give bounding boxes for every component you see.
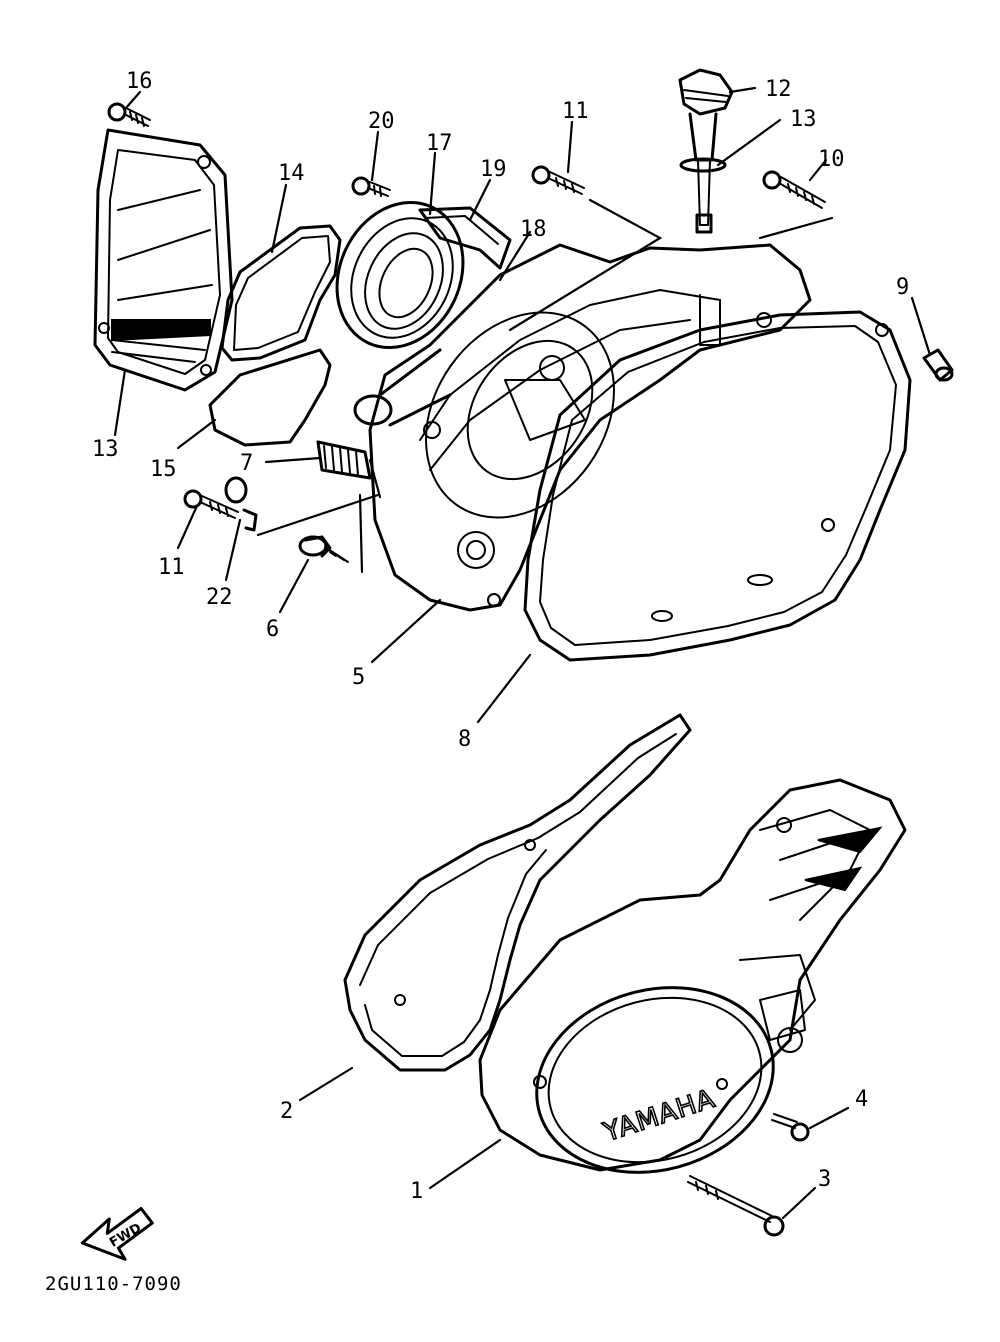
- callout-22: 22: [206, 585, 233, 610]
- part-20-cover-ring: [418, 206, 512, 270]
- callout-21: 20: [368, 109, 395, 134]
- part-15-gasket: [220, 224, 342, 362]
- callouts: 16 14 20 17 19 18 11 12 13 10 9 13 15 7 …: [92, 69, 909, 1204]
- callout-4: 4: [855, 1087, 868, 1112]
- callout-8: 8: [458, 727, 471, 752]
- fwd-label: FWD: [107, 1221, 144, 1251]
- part-13-o-ring: [679, 157, 727, 173]
- callout-7: 7: [240, 451, 253, 476]
- callout-18: 17: [426, 131, 453, 156]
- callout-6: 6: [266, 617, 279, 642]
- part-1-crankcase-cover: YAMAHA: [478, 778, 907, 1174]
- callout-9: 9: [896, 275, 909, 300]
- part-2-gasket: [343, 713, 692, 1072]
- part-7-element: [316, 440, 372, 480]
- callout-16: 15: [150, 457, 177, 482]
- part-12-oil-gauge: [678, 68, 734, 234]
- part-4-screw: [771, 1113, 810, 1142]
- part-14-cover-plate: [93, 128, 234, 392]
- leader-lines: [113, 86, 932, 1220]
- callout-10: 10: [818, 147, 845, 172]
- callout-2: 2: [280, 1099, 293, 1124]
- callout-20: 19: [480, 157, 507, 182]
- part-17-screw: [107, 102, 151, 127]
- drawing-code: 2GU110-7090: [45, 1273, 182, 1295]
- fwd-arrow: FWD: [80, 1206, 154, 1261]
- callout-5: 5: [352, 665, 365, 690]
- callout-17: 16: [126, 69, 153, 94]
- part-11-bolt-left: [183, 489, 239, 519]
- callout-13: 13: [790, 107, 817, 132]
- callout-12: 12: [765, 77, 792, 102]
- part-21-screw: [351, 176, 391, 197]
- part-10-bolt: [762, 170, 826, 209]
- part-22-clip: [224, 476, 258, 532]
- part-5-crankcase-cover: [353, 243, 812, 612]
- part-11-bolt-top: [531, 165, 585, 195]
- part-16-damper-sheet: [208, 348, 332, 447]
- callout-11-top: 11: [562, 99, 589, 124]
- callout-3: 3: [818, 1167, 831, 1192]
- callout-14: 13: [92, 437, 119, 462]
- part-3-screw: [687, 1175, 785, 1237]
- part-8-gasket: [523, 310, 912, 662]
- part-6-bolt: [298, 535, 349, 563]
- callout-19: 18: [520, 217, 547, 242]
- callout-1: 1: [410, 1179, 423, 1204]
- callout-15: 14: [278, 161, 305, 186]
- callout-11-left: 11: [158, 555, 185, 580]
- part-9-dowel: [922, 348, 954, 382]
